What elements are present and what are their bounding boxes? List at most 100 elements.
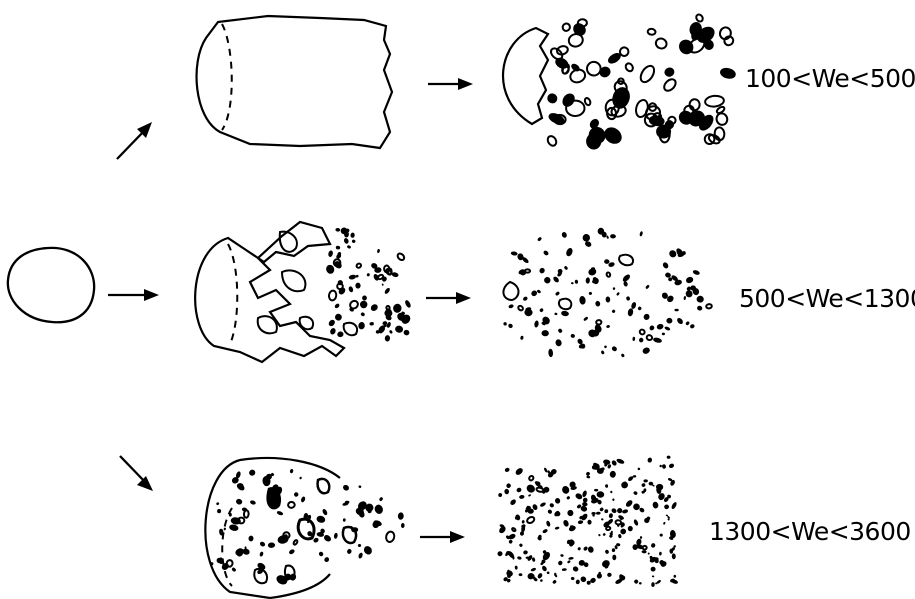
fragment — [650, 542, 656, 548]
fragment — [369, 322, 374, 326]
fragment — [343, 237, 349, 244]
fragment — [662, 77, 678, 93]
fragment — [384, 335, 390, 342]
fragment — [583, 316, 589, 321]
fragment — [606, 235, 609, 239]
fragment — [334, 313, 342, 321]
fragment — [604, 509, 608, 513]
fragment — [537, 572, 543, 579]
fragment — [566, 496, 571, 500]
fragment — [582, 497, 589, 504]
fragment — [667, 455, 671, 458]
fragment — [541, 330, 549, 336]
fragment — [329, 327, 336, 335]
fragment — [603, 459, 611, 465]
fragment — [497, 550, 504, 557]
fragment — [604, 345, 607, 348]
fragment — [522, 296, 528, 302]
fragment — [723, 35, 735, 47]
fragment — [525, 269, 530, 272]
fragment — [643, 313, 651, 321]
fragment — [650, 566, 655, 571]
fragment — [578, 520, 584, 524]
fragment — [347, 245, 352, 249]
fragment — [350, 232, 355, 238]
fragment — [401, 523, 405, 528]
fragment — [524, 551, 527, 554]
fragment — [288, 548, 295, 555]
fragment — [623, 281, 628, 287]
fragment — [517, 556, 522, 560]
fragment — [632, 337, 635, 341]
fragment — [599, 507, 604, 512]
fragment — [226, 559, 233, 567]
fragment — [639, 231, 643, 237]
fragment — [360, 312, 365, 317]
fragment — [692, 32, 698, 40]
fragment — [584, 59, 603, 78]
fragment — [643, 479, 647, 482]
fragment — [565, 247, 574, 257]
fragment — [385, 531, 395, 543]
fragment — [583, 546, 589, 552]
fragment — [515, 514, 521, 521]
fragment — [526, 516, 535, 524]
fragment — [377, 249, 380, 253]
fragment — [637, 467, 640, 470]
fragment — [587, 267, 597, 276]
fragment — [235, 498, 242, 505]
fragment — [547, 93, 558, 104]
fragment — [542, 528, 548, 534]
fragment — [223, 527, 226, 530]
fragment — [328, 250, 334, 258]
fragment — [656, 125, 671, 139]
fragment — [575, 579, 580, 584]
fragment — [606, 272, 611, 277]
fragment — [394, 325, 403, 334]
fragment — [616, 292, 620, 296]
fragment — [259, 541, 266, 548]
fragment — [696, 296, 703, 303]
fragment — [564, 265, 569, 270]
fragment — [300, 496, 306, 503]
fragment — [640, 536, 643, 539]
fragment — [520, 335, 524, 340]
fragment — [609, 471, 616, 478]
fragment — [396, 252, 405, 261]
fragment — [662, 464, 667, 469]
arrow-row-2 — [426, 292, 471, 304]
fragment — [554, 312, 558, 315]
fragment — [248, 468, 256, 476]
fragment — [504, 489, 509, 495]
fragment — [543, 467, 547, 473]
fragment — [557, 560, 563, 566]
fragment — [572, 565, 579, 572]
fragment — [574, 492, 583, 500]
fragment — [631, 301, 637, 309]
fragment — [220, 530, 223, 535]
fragment — [216, 502, 220, 506]
fragment — [358, 322, 365, 330]
fragment — [659, 464, 662, 467]
fragment — [605, 484, 608, 488]
fragment — [646, 335, 653, 341]
fragment — [638, 64, 657, 85]
fragment — [552, 276, 560, 284]
fragment — [642, 346, 651, 355]
fragment — [234, 547, 245, 557]
fragment — [552, 579, 557, 584]
fragment — [685, 321, 690, 326]
fragment — [373, 504, 384, 515]
fragment — [612, 287, 615, 290]
dispersed-cloud-regime-2 — [503, 228, 712, 358]
fragment — [327, 319, 336, 328]
fragment — [604, 259, 610, 264]
fragment — [276, 510, 283, 516]
fragment — [674, 309, 678, 312]
fragment — [512, 527, 516, 531]
fragment — [627, 308, 634, 317]
fragment — [695, 13, 704, 22]
fragment — [549, 502, 555, 508]
fragment — [586, 475, 590, 478]
fragment — [685, 276, 694, 284]
